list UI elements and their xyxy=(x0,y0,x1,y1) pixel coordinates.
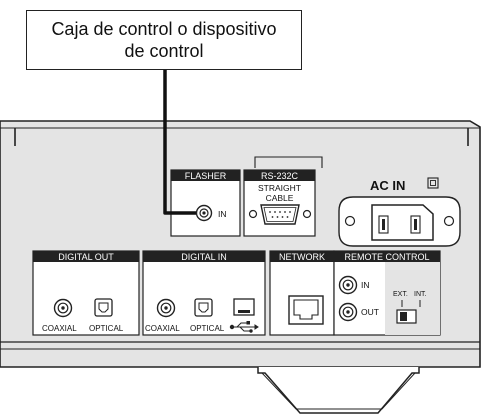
rs232c-header: RS-232C xyxy=(261,171,299,181)
foot-inner xyxy=(261,372,416,410)
callout-box: Caja de control o dispositivo de control xyxy=(26,10,302,70)
digital-in-optical-shutter xyxy=(198,302,209,313)
rs232c-label-line1: STRAIGHT xyxy=(258,183,301,193)
remote-control-header-bar xyxy=(334,251,440,262)
ac-in-screw-right xyxy=(443,215,455,227)
control-cable xyxy=(163,70,196,215)
network-header: NETWORK xyxy=(279,252,325,262)
ac-in-pin-left xyxy=(382,219,385,230)
ac-in-screw-left xyxy=(344,215,356,227)
remote-switch-knob xyxy=(400,312,407,321)
rs232c-bracket xyxy=(254,156,323,168)
usb-icon xyxy=(229,321,259,333)
ac-in-pin-right xyxy=(414,219,417,230)
remote-in-label: IN xyxy=(361,280,370,290)
callout-line-2: de control xyxy=(124,41,204,61)
flasher-in-label: IN xyxy=(218,209,227,219)
rs232c-screw-left xyxy=(248,209,258,219)
digital-in-usb-tongue xyxy=(238,310,250,313)
flasher-in-jack-pin xyxy=(202,211,206,215)
digital-out-coaxial-label: COAXIAL xyxy=(42,324,77,333)
remote-in-jack-pin xyxy=(346,283,350,287)
rs232c-pins xyxy=(269,211,291,218)
foot xyxy=(257,367,420,414)
rs232c-screw-right xyxy=(302,209,312,219)
flasher-header-bar xyxy=(171,170,240,181)
rs232c-port[interactable] xyxy=(260,204,300,225)
digital-out-optical-shutter xyxy=(98,302,109,313)
digital-out-coaxial-pin xyxy=(61,306,65,310)
flasher-header: FLASHER xyxy=(185,171,227,181)
callout-line-1: Caja de control o dispositivo xyxy=(51,19,277,39)
class-ii-square-icon-inner xyxy=(430,180,436,186)
rs232c-port-inner xyxy=(263,207,297,222)
digital-in-header-bar xyxy=(143,251,265,262)
remote-control-switch-area xyxy=(385,262,440,335)
remote-out-label: OUT xyxy=(361,307,379,317)
rs232c-label-line2: CABLE xyxy=(266,193,294,203)
digital-out-optical-port[interactable] xyxy=(94,298,113,317)
network-port-jack xyxy=(293,299,319,320)
remote-int-label: INT. xyxy=(414,291,427,298)
network-header-bar xyxy=(270,251,334,262)
rs232c-header-bar xyxy=(244,170,315,181)
digital-out-optical-label: OPTICAL xyxy=(89,324,124,333)
digital-in-coaxial-pin xyxy=(164,306,168,310)
digital-in-optical-port[interactable] xyxy=(194,298,213,317)
digital-in-header: DIGITAL IN xyxy=(181,252,227,262)
remote-out-jack-pin xyxy=(346,310,350,314)
remote-ext-label: EXT. xyxy=(393,291,408,298)
digital-out-header: DIGITAL OUT xyxy=(58,252,114,262)
ac-in-label: AC IN xyxy=(370,178,405,193)
digital-out-section xyxy=(32,250,140,336)
class-ii-square-icon xyxy=(427,177,439,189)
digital-out-header-bar xyxy=(33,251,139,262)
digital-in-coaxial-label: COAXIAL xyxy=(145,324,180,333)
digital-in-optical-label: OPTICAL xyxy=(190,324,225,333)
remote-control-header: REMOTE CONTROL xyxy=(344,252,429,262)
